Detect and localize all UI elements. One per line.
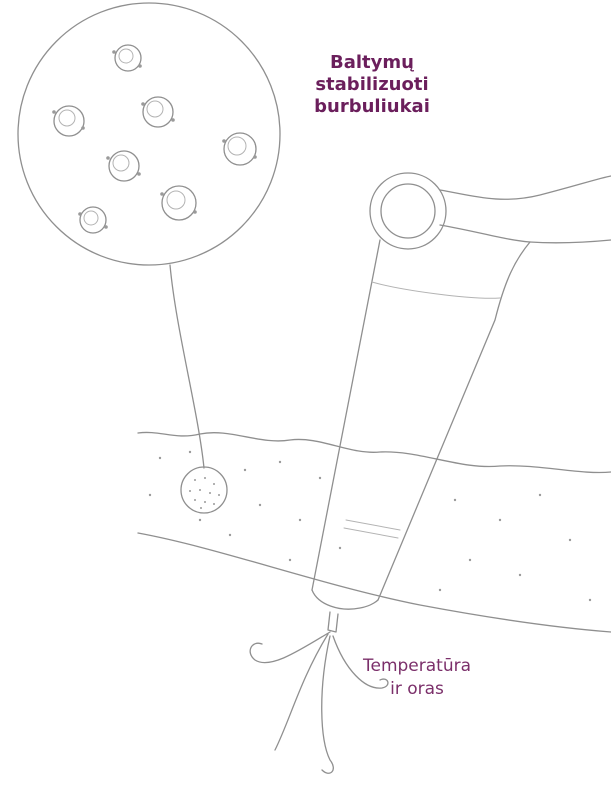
foam-dots	[149, 451, 591, 601]
bubble-magnifier-icon	[18, 3, 280, 468]
bubble-group	[52, 45, 257, 233]
steam-swirl-icon	[250, 632, 388, 773]
bubble	[222, 133, 257, 165]
steam-wand-icon	[312, 173, 611, 632]
bubble	[160, 186, 197, 220]
bubble	[141, 97, 175, 127]
foam-sample	[181, 467, 227, 513]
bubble	[112, 45, 142, 71]
bubble	[78, 207, 108, 233]
bubbles-label: Baltymų stabilizuoti burbuliukai	[312, 52, 432, 118]
temperature-label: Temperatūra ir oras	[352, 655, 482, 701]
bubble	[106, 151, 141, 181]
bubble	[52, 106, 85, 136]
